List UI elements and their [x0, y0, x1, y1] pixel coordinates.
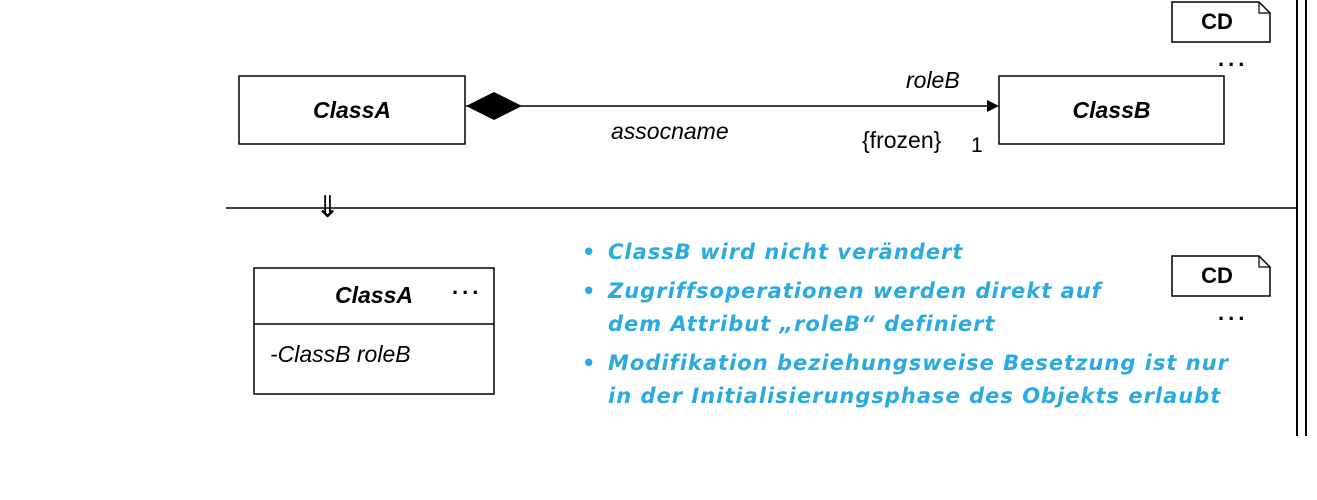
- class-b-name: ClassB: [1072, 97, 1151, 123]
- bullet-icon: •: [582, 279, 597, 303]
- bullet-icon: •: [582, 351, 597, 375]
- note-line: ClassB wird nicht verändert: [608, 240, 964, 264]
- multiplicity-label: 1: [971, 134, 983, 157]
- cd-tag-top-dots: ...: [1218, 46, 1249, 71]
- notes-list: • ClassB wird nicht verändert • Zugriffs…: [582, 236, 1229, 419]
- class-a-attribute: -ClassB roleB: [270, 341, 411, 367]
- note-item: • ClassB wird nicht verändert: [582, 236, 1229, 269]
- role-label: roleB: [906, 67, 960, 93]
- cd-tag-top-shape: [1171, 1, 1271, 43]
- transformation-arrow-icon: ⇓: [315, 190, 341, 225]
- class-a-result-name: ClassA: [335, 282, 413, 308]
- note-item: • Modifikation beziehungsweise Besetzung…: [582, 347, 1229, 413]
- class-a-result-box: [253, 267, 495, 395]
- cd-tag-bottom: CD: [1201, 263, 1233, 288]
- constraint-label: {frozen}: [862, 127, 942, 153]
- note-line: dem Attribut „roleB“ definiert: [608, 312, 996, 336]
- class-b-box: [998, 75, 1225, 145]
- note-line: Modifikation beziehungsweise Besetzung i…: [608, 351, 1229, 375]
- composition-diamond: [466, 92, 522, 120]
- navigability-arrowhead: [987, 100, 999, 112]
- note-item: • Zugriffsoperationen werden direkt auf …: [582, 275, 1229, 341]
- bullet-icon: •: [582, 240, 597, 264]
- class-a-box: [238, 75, 466, 145]
- note-line: in der Initialisierungsphase des Objekts…: [608, 384, 1222, 408]
- class-a-name: ClassA: [313, 97, 391, 123]
- cd-tag-bottom-shape: [1171, 255, 1271, 297]
- note-line: Zugriffsoperationen werden direkt auf: [608, 279, 1102, 303]
- class-a-result-dots: ...: [452, 274, 483, 299]
- cd-tag-bottom-dots: ...: [1218, 300, 1249, 325]
- association-name: assocname: [611, 118, 729, 144]
- cd-tag-top: CD: [1201, 9, 1233, 34]
